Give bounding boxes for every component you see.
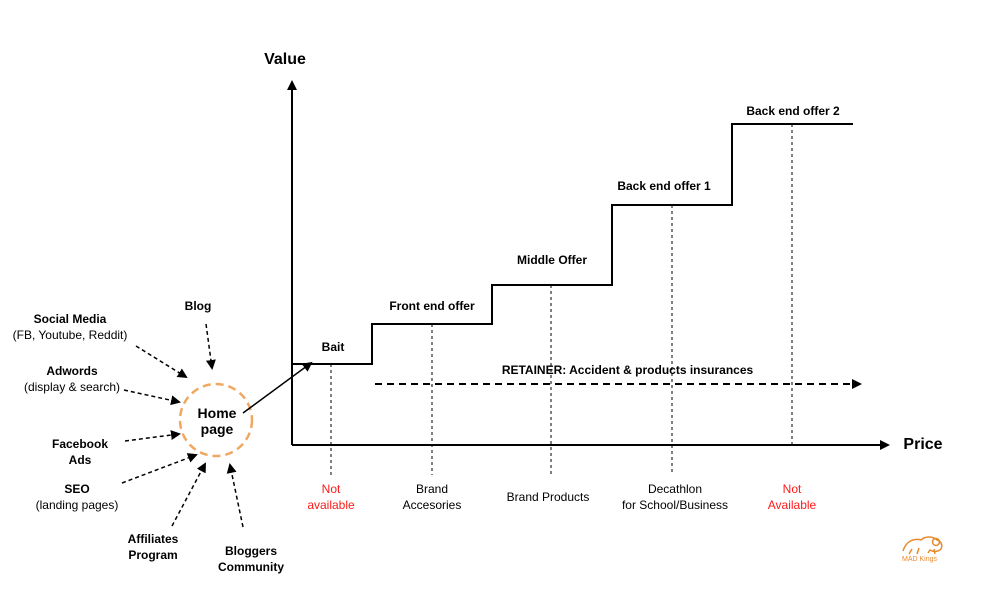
source-affiliates-line2: Program <box>128 548 178 562</box>
product-not-available-1-line1: Not <box>321 482 341 496</box>
step-label-back-end-offer-2: Back end offer 2 <box>746 104 840 118</box>
source-facebook-ads-line2: Ads <box>68 453 92 467</box>
product-not-available-1-line2: available <box>307 498 355 512</box>
x-axis-label: Price <box>903 436 943 453</box>
arrow-seo <box>121 453 198 484</box>
home-to-bait-arrow <box>242 361 313 414</box>
source-affiliates-line1: Affiliates <box>127 532 179 546</box>
product-brand-accesories: Brand Accesories <box>387 481 477 513</box>
arrow-blog <box>205 323 216 370</box>
source-seo-sub: (landing pages) <box>35 498 119 512</box>
source-adwords-sub: (display & search) <box>23 380 121 394</box>
product-decathlon-line2: for School/Business <box>621 498 729 512</box>
source-seo: SEO (landing pages) <box>22 481 132 513</box>
source-adwords: Adwords (display & search) <box>12 363 132 395</box>
product-brand-products: Brand Products <box>506 490 590 504</box>
home-page-label-line1: Home <box>197 405 237 421</box>
source-facebook-ads-line1: Facebook <box>51 437 108 451</box>
home-page-circle <box>178 382 254 458</box>
source-social-media-sub: (FB, Youtube, Reddit) <box>12 328 128 342</box>
product-decathlon-line1: Decathlon <box>647 482 703 496</box>
source-bloggers-line1: Bloggers <box>224 544 277 558</box>
source-social-media: Social Media (FB, Youtube, Reddit) <box>2 311 138 343</box>
arrow-social-media <box>135 345 188 379</box>
source-bloggers-community: Bloggers Community <box>206 543 296 575</box>
source-facebook-ads: Facebook Ads <box>40 436 120 468</box>
arrow-bloggers <box>226 463 244 528</box>
step-label-back-end-offer-1: Back end offer 1 <box>617 179 711 193</box>
home-page-label-line2: page <box>200 421 234 437</box>
y-axis-label: Value <box>264 51 306 68</box>
mad-kings-lion-logo <box>902 536 943 555</box>
source-bloggers-line2: Community <box>218 560 284 574</box>
product-not-available-2: Not Available <box>750 481 834 513</box>
source-blog: Blog <box>184 299 212 313</box>
mad-kings-logo-text: MAD Kings <box>902 556 938 563</box>
arrow-facebook-ads <box>124 430 181 442</box>
arrow-adwords <box>123 389 181 406</box>
source-adwords-title: Adwords <box>46 364 98 378</box>
source-social-media-title: Social Media <box>33 312 107 326</box>
retainer-label: RETAINER: Accident & products insurances <box>501 363 754 377</box>
product-not-available-1: Not available <box>291 481 371 513</box>
home-page-label: Home page <box>186 405 248 437</box>
product-not-available-2-line2: Available <box>767 498 817 512</box>
product-brand-accesories-line1: Brand <box>415 482 449 496</box>
step-label-front-end-offer: Front end offer <box>389 299 475 313</box>
step-label-middle-offer: Middle Offer <box>516 253 587 267</box>
product-not-available-2-line1: Not <box>782 482 802 496</box>
arrow-affiliates <box>171 462 206 527</box>
source-seo-title: SEO <box>64 482 90 496</box>
product-brand-accesories-line2: Accesories <box>402 498 462 512</box>
value-ladder-line <box>292 123 853 365</box>
source-affiliates-program: Affiliates Program <box>113 531 193 563</box>
product-decathlon: Decathlon for School/Business <box>605 481 745 513</box>
step-label-bait: Bait <box>321 340 345 354</box>
